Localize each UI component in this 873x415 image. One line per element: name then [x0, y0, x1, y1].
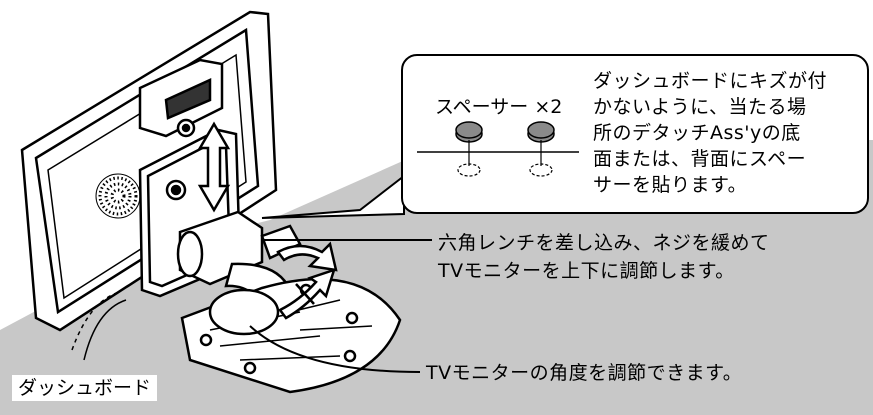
- vertical-adjust-arrow-icon: [197, 121, 231, 213]
- hex-wrench-annotation-line1: 六角レンチを差し込み、ネジを緩めて: [438, 232, 770, 254]
- spacer-diagram: [417, 121, 579, 177]
- instruction-line: 面または、背面にスペー: [593, 148, 807, 170]
- angle-adjust-annotation: TVモニターの角度を調節できます。: [426, 362, 743, 384]
- instruction-line: サーを貼ります。: [593, 174, 748, 196]
- hex-wrench-annotation-line2: TVモニターを上下に調節します。: [438, 260, 735, 282]
- spacer-icon: [527, 121, 555, 177]
- speaker-grille-icon: [95, 173, 141, 219]
- instruction-line: かないように、当たる場: [593, 96, 807, 118]
- instruction-line: 所のデタッチAss'yの底: [593, 122, 801, 144]
- rotation-arrow-icon: [276, 241, 338, 320]
- spacer-callout-box: スペーサー ×2 ダッシュボードにキズが付 かないように、当たる場 所のデタッチ…: [401, 54, 869, 214]
- spacer-instructions: ダッシュボードにキズが付 かないように、当たる場 所のデタッチAss'yの底 面…: [593, 68, 827, 198]
- instruction-line: ダッシュボードにキズが付: [593, 70, 828, 92]
- spacer-label: スペーサー ×2: [435, 96, 563, 118]
- mount-base: [180, 277, 402, 394]
- dashboard-label: ダッシュボード: [12, 375, 158, 401]
- spacer-icon: [455, 121, 483, 177]
- leader-lines: [249, 239, 432, 373]
